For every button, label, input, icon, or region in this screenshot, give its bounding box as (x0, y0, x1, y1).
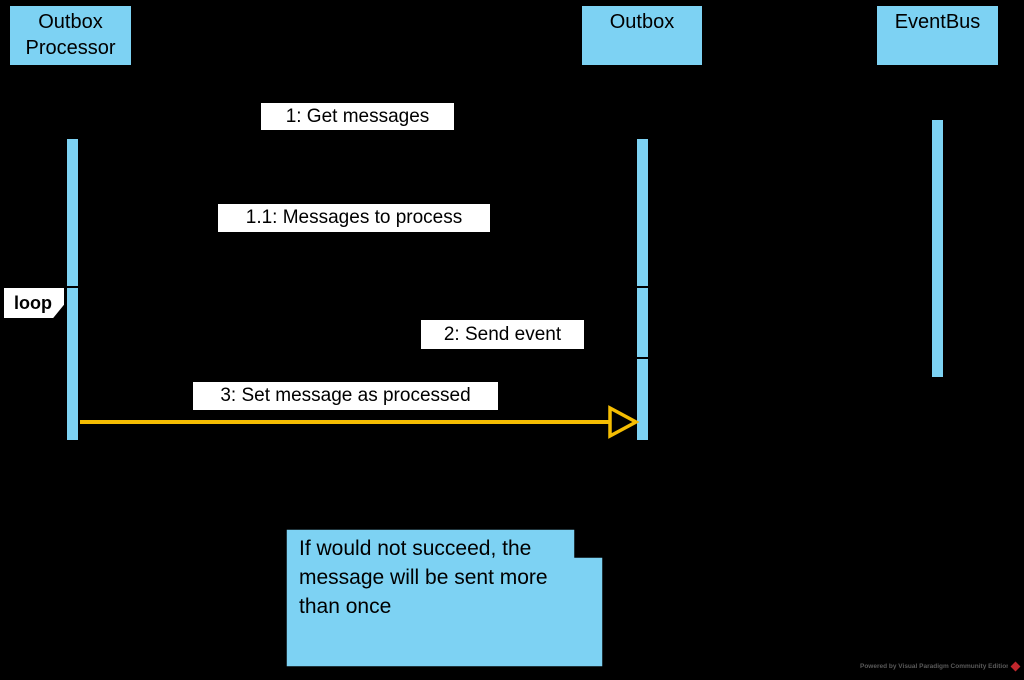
message-arrow-line (80, 420, 611, 424)
activation-bar-outbox-seg1 (636, 138, 649, 287)
message-label-get-messages: 1: Get messages (261, 103, 454, 130)
message-arrowhead-icon (608, 405, 640, 439)
loop-fragment-label: loop (4, 288, 64, 318)
watermark: Powered by Visual Paradigm Community Edi… (860, 660, 1024, 674)
watermark-text: Powered by Visual Paradigm Community Edi… (860, 663, 1008, 670)
activation-bar-outbox-processor-seg1 (66, 138, 79, 287)
participant-outbox-processor: Outbox Processor (8, 4, 133, 67)
message-label-messages-to-process: 1.1: Messages to process (218, 204, 490, 232)
note-text: If would not succeed, the message will b… (299, 537, 548, 618)
message-label-send-event: 2: Send event (421, 320, 584, 349)
activation-bar-outbox-seg2 (636, 287, 649, 358)
participant-label-line1: Outbox (38, 11, 103, 33)
participant-label-line1: Outbox (609, 11, 675, 33)
participant-label-line1: EventBus (894, 11, 981, 33)
participant-label-line2: Processor (25, 37, 116, 59)
activation-bar-eventbus (931, 119, 944, 378)
visual-paradigm-logo-icon (1010, 661, 1021, 672)
note-shape (285, 528, 604, 668)
activation-bar-outbox-seg3 (636, 358, 649, 441)
activation-bar-outbox-processor-seg2 (66, 287, 79, 441)
participant-outbox: Outbox (580, 4, 704, 67)
message-label-set-message-processed: 3: Set message as processed (193, 382, 498, 410)
participant-eventbus: EventBus (875, 4, 1000, 67)
